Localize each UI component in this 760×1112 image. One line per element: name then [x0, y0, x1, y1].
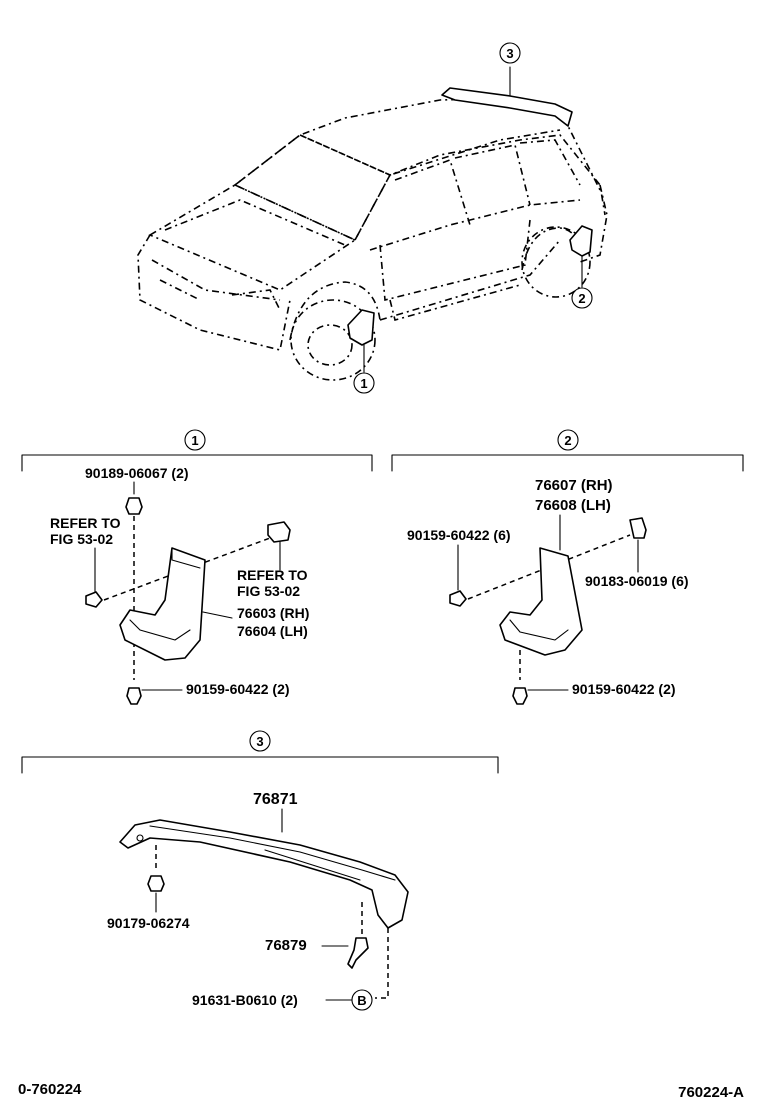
nut-g3-icon	[147, 875, 165, 892]
label-76607-rh: 76607 (RH)	[535, 477, 613, 494]
vehicle-front-mudguard	[347, 309, 375, 373]
vehicle-spoiler	[441, 66, 573, 127]
clip-g2-icon	[629, 517, 647, 539]
refer-note-b-line2: FIG 53-02	[237, 583, 300, 599]
label-90189-06067: 90189-06067 (2)	[85, 465, 189, 481]
callout-1-label: 1	[191, 433, 198, 448]
label-90159-60422-g2a: 90159-60422 (6)	[407, 527, 511, 543]
vehicle-outline	[137, 97, 608, 381]
svg-text:1: 1	[360, 376, 367, 391]
label-90159-60422-g1: 90159-60422 (2)	[186, 681, 290, 697]
screw-g2-icon	[449, 590, 467, 607]
callout-2-vehicle: 2	[571, 287, 593, 309]
label-76604-lh: 76604 (LH)	[237, 623, 308, 639]
refer-note-b-line1: REFER TO	[237, 567, 308, 583]
vehicle-rear-mudguard	[569, 225, 593, 288]
callout-2-circle	[557, 429, 579, 451]
nut-icon	[125, 497, 143, 515]
label-76608-lh: 76608 (LH)	[535, 497, 611, 514]
label-76603-rh: 76603 (RH)	[237, 605, 309, 621]
clip-icon	[267, 521, 291, 543]
label-90159-60422-g2b: 90159-60422 (2)	[572, 681, 676, 697]
label-76871: 76871	[253, 791, 298, 808]
rear-mudguard-part	[499, 547, 583, 656]
label-90183-06019: 90183-06019 (6)	[585, 573, 689, 589]
callout-3-vehicle: 3	[499, 42, 521, 64]
bolt-icon	[347, 937, 369, 969]
group-3-bracket	[21, 756, 499, 774]
screw-bottom-icon	[126, 687, 142, 705]
label-76879: 76879	[265, 937, 307, 954]
footer-left-code: 0-760224	[18, 1081, 82, 1098]
screw-g2-bottom-icon	[512, 687, 528, 705]
callout-1-vehicle: 1	[353, 372, 375, 394]
group-1-bracket	[21, 454, 373, 472]
front-mudguard-part	[119, 547, 206, 661]
svg-text:3: 3	[506, 46, 513, 61]
svg-text:2: 2	[578, 291, 585, 306]
callout-b-label: B	[357, 993, 366, 1008]
group-2-bracket	[391, 454, 744, 472]
group-1: 1 90189-06067 (2) REFER TO FIG 53-02 REF…	[21, 429, 373, 705]
callout-3-circle	[249, 730, 271, 752]
group-3: 3 76871 90179-06274 76879 B 91631-B0610 …	[21, 730, 499, 1011]
refer-note-a-line2: FIG 53-02	[50, 531, 113, 547]
group-2: 2 76607 (RH) 76608 (LH) 90159-60422 (6) …	[391, 429, 744, 705]
footer-right-code: 760224-A	[678, 1084, 744, 1101]
callout-2-label: 2	[564, 433, 571, 448]
callout-1-circle	[184, 429, 206, 451]
refer-note-a-line1: REFER TO	[50, 515, 121, 531]
callout-3-label: 3	[256, 734, 263, 749]
label-90179-06274: 90179-06274	[107, 915, 190, 931]
screw-icon	[85, 591, 103, 608]
spoiler-part	[119, 819, 409, 929]
label-91631-b0610: 91631-B0610 (2)	[192, 992, 298, 1008]
